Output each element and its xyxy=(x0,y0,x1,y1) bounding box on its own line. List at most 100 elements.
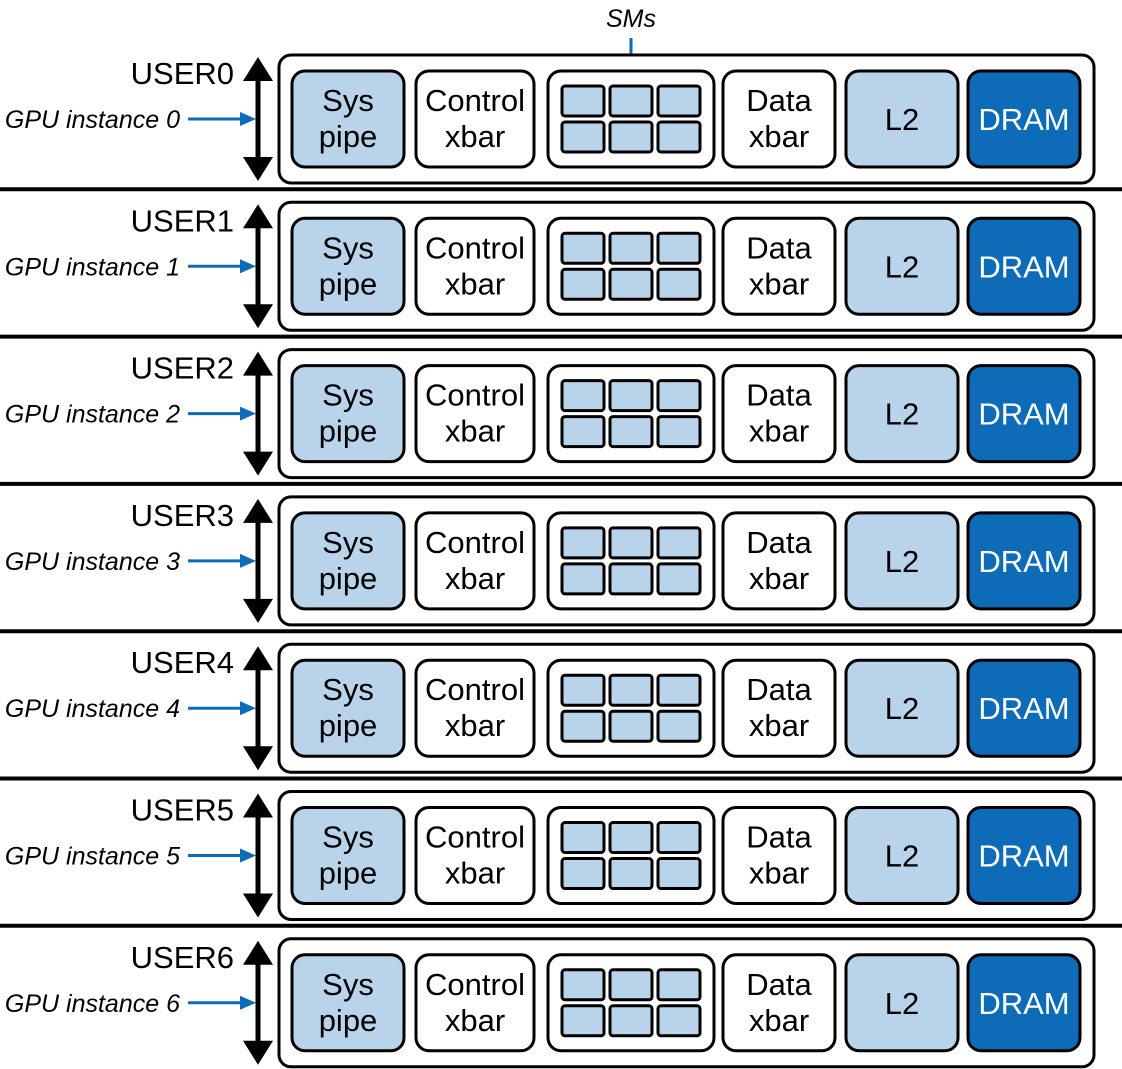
l2-box xyxy=(844,806,960,905)
dram-label: DRAM xyxy=(978,839,1069,874)
double-arrow-head-up xyxy=(243,940,273,965)
data-xbar-label: xbar xyxy=(749,1003,809,1038)
l2-block: L2 xyxy=(844,364,960,464)
sm-grid-block xyxy=(546,216,716,316)
dram-box xyxy=(966,511,1082,611)
double-arrow-head-up xyxy=(243,793,273,818)
sys-pipe-label: Sys xyxy=(322,83,374,118)
double-arrow-head-down xyxy=(243,157,273,181)
control-xbar-box xyxy=(414,511,536,611)
sys-pipe-label: Sys xyxy=(322,525,374,560)
sm-cell xyxy=(656,1004,702,1038)
sm-cell xyxy=(608,821,654,854)
sm-cell xyxy=(608,857,654,890)
sm-cell xyxy=(608,673,654,707)
instance-pointer-arrowhead xyxy=(240,701,256,716)
sys-pipe-box xyxy=(290,658,406,758)
l2-box xyxy=(844,953,960,1053)
dram-label: DRAM xyxy=(978,249,1069,284)
data-xbar-label: xbar xyxy=(749,414,809,449)
gpu-instance-label: GPU instance 1 xyxy=(5,253,180,281)
sm-cell xyxy=(608,120,654,154)
instance-pointer-arrowhead xyxy=(240,406,256,421)
data-xbar-label: Data xyxy=(746,230,812,265)
sys-pipe-label: pipe xyxy=(319,1003,378,1038)
sys-pipe-label: Sys xyxy=(322,967,374,1002)
l2-block: L2 xyxy=(844,69,960,169)
sm-cell xyxy=(608,526,654,560)
sm-cell xyxy=(608,231,654,265)
gpu-instance-label: GPU instance 5 xyxy=(5,843,180,871)
control-xbar-label: Control xyxy=(425,820,525,855)
control-xbar-label: xbar xyxy=(445,856,505,891)
control-xbar-label: Control xyxy=(425,967,525,1002)
sm-cell xyxy=(656,267,702,301)
gpu-instance-label: GPU instance 0 xyxy=(5,106,180,134)
l2-box xyxy=(844,658,960,758)
data-xbar-box xyxy=(721,953,837,1053)
sys-pipe-box xyxy=(290,364,406,464)
dram-label: DRAM xyxy=(978,397,1069,432)
sys-pipe-label: pipe xyxy=(319,561,378,596)
l2-label: L2 xyxy=(885,986,919,1021)
sys-pipe-label: pipe xyxy=(319,414,378,449)
sm-cell xyxy=(560,562,606,596)
sm-cell xyxy=(560,231,606,265)
gpu-instance-label: GPU instance 4 xyxy=(5,695,180,723)
dram-box xyxy=(966,658,1082,758)
data-xbar-box xyxy=(721,364,837,464)
instance-pointer-arrowhead xyxy=(240,848,256,863)
l2-label: L2 xyxy=(885,249,919,284)
l2-label: L2 xyxy=(885,102,919,137)
control-xbar-box xyxy=(414,216,536,316)
user-label: USER0 xyxy=(131,56,234,91)
control-xbar-label: xbar xyxy=(445,266,505,301)
sys-pipe-box xyxy=(290,69,406,169)
sm-cell xyxy=(656,84,702,118)
user-label: USER6 xyxy=(131,940,234,975)
l2-box xyxy=(844,511,960,611)
sm-cell xyxy=(560,526,606,560)
sys-pipe-label: Sys xyxy=(322,378,374,413)
sm-cell xyxy=(560,120,606,154)
l2-box xyxy=(844,364,960,464)
sm-cell xyxy=(656,673,702,707)
sm-cell xyxy=(656,821,702,854)
data-xbar-label: Data xyxy=(746,820,812,855)
data-xbar-label: Data xyxy=(746,672,812,707)
sm-cell xyxy=(608,415,654,449)
sm-cell xyxy=(560,379,606,413)
sms-label: SMs xyxy=(606,5,656,33)
dram-block: DRAM xyxy=(966,511,1082,611)
sys-pipe-box xyxy=(290,216,406,316)
control-xbar-label: xbar xyxy=(445,119,505,154)
sm-cell xyxy=(608,379,654,413)
sys-pipe-label: Sys xyxy=(322,820,374,855)
data-xbar-label: Data xyxy=(746,83,812,118)
double-arrow-head-down xyxy=(243,1040,273,1065)
data-xbar-label: xbar xyxy=(749,856,809,891)
l2-block: L2 xyxy=(844,658,960,758)
data-xbar-label: xbar xyxy=(749,561,809,596)
data-xbar-box xyxy=(721,511,837,611)
gpu-instance-label: GPU instance 6 xyxy=(5,990,180,1018)
sm-cell xyxy=(560,1004,606,1038)
sm-cell xyxy=(656,120,702,154)
instance-pointer-arrowhead xyxy=(240,259,256,274)
